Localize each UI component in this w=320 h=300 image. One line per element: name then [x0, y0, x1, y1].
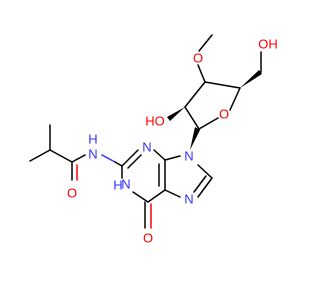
n1-label: N — [121, 177, 130, 192]
bond-n3-c4 — [153, 149, 166, 161]
bond-c3-c2 — [184, 81, 206, 108]
bond-c2-n3-double — [127, 154, 142, 169]
bond-c8-n9 — [197, 164, 213, 179]
bond-n7-c8-double — [193, 175, 207, 193]
n9-label: N — [184, 149, 193, 164]
bond-c2-c1 — [184, 106, 200, 130]
bond-c4-c5prime-wedge — [240, 70, 262, 88]
n3-label: N — [142, 140, 151, 155]
bond-n7-c8 — [197, 177, 213, 198]
bond-c2-oh-wedge — [167, 107, 185, 121]
bond-amide-n-c2-b — [114, 161, 123, 167]
bond-c3-omethoxy — [197, 64, 206, 83]
n7-label: N — [184, 192, 193, 207]
molecule-structure-canvas: N H O N N H O N N O HO O OH — [29, 34, 278, 246]
amide-oxygen-label: O — [67, 186, 77, 201]
bond-c2-n3 — [121, 149, 139, 167]
hydroxyl-2-label: HO — [145, 114, 165, 129]
bond-methyl-a — [29, 149, 51, 162]
molecule-diagram: N H O N N H O N N O HO O OH — [29, 34, 278, 246]
n1-hydrogen-label: H — [113, 178, 122, 193]
amide-nitrogen-label: N — [88, 147, 97, 162]
bond-c6-n1 — [132, 191, 149, 203]
bond-oring-c4 — [229, 87, 241, 111]
ring-oxygen-label: O — [219, 107, 229, 122]
bond-carbonyl-n — [71, 154, 86, 163]
bond-c1-oring — [198, 117, 219, 130]
bond-c5-c6 — [147, 189, 166, 203]
bond-amide-n-c2 — [101, 154, 116, 163]
hydroxyl-5-label: OH — [258, 37, 278, 52]
amide-hydrogen-label: H — [88, 132, 97, 147]
bond-n9-c1-wedge — [190, 127, 200, 150]
bond-isopropyl-carbonyl — [49, 149, 73, 163]
methoxy-oxygen-label: O — [193, 51, 203, 66]
bond-n9-c4 — [164, 155, 181, 161]
o6-label: O — [143, 231, 153, 246]
bond-c4-c3 — [204, 81, 241, 89]
bond-c5-n7 — [164, 189, 181, 198]
bond-omethoxy-ch3 — [198, 34, 213, 52]
